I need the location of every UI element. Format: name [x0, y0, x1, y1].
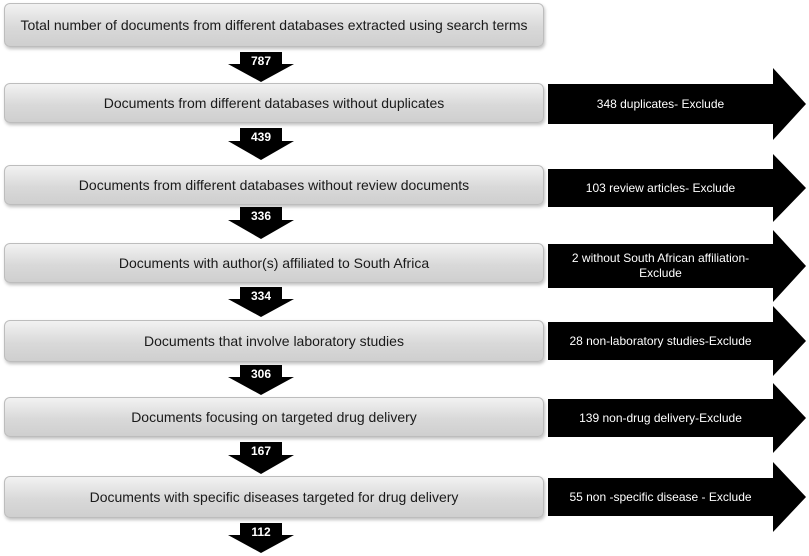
- down-arrow-icon: [228, 287, 294, 317]
- down-arrow-icon: [228, 442, 294, 474]
- exclude-arrow-3: 2 without South African affiliation- Exc…: [548, 230, 806, 302]
- right-arrow-icon: [548, 68, 806, 140]
- stage-label: Documents from different databases witho…: [103, 95, 445, 111]
- down-arrow-icon: [228, 207, 294, 239]
- stage-box-3: Documents from different databases witho…: [4, 165, 544, 205]
- down-arrow-6: 167: [228, 442, 294, 474]
- count-label: 787: [250, 54, 272, 68]
- down-arrow-icon: [228, 523, 294, 553]
- down-arrow-5: 306: [228, 365, 294, 395]
- count-label: 336: [250, 209, 272, 223]
- down-arrow-3: 336: [228, 207, 294, 239]
- exclude-arrow-4: 28 non-laboratory studies-Exclude: [548, 306, 806, 376]
- exclude-arrow-5: 139 non-drug delivery-Exclude: [548, 383, 806, 453]
- exclude-arrow-2: 103 review articles- Exclude: [548, 154, 806, 222]
- stage-box-5: Documents that involve laboratory studie…: [4, 320, 544, 362]
- exclude-label: 348 duplicates- Exclude: [596, 96, 725, 111]
- down-arrow-icon: [228, 52, 294, 82]
- exclude-arrow-6: 55 non -specific disease - Exclude: [548, 462, 806, 532]
- exclude-label: 103 review articles- Exclude: [585, 180, 736, 195]
- exclude-label: 28 non-laboratory studies-Exclude: [569, 333, 752, 348]
- stage-label: Documents from different databases witho…: [78, 177, 470, 193]
- stage-box-4: Documents with author(s) affiliated to S…: [4, 243, 544, 283]
- right-arrow-icon: [548, 383, 806, 453]
- stage-box-2: Documents from different databases witho…: [4, 83, 544, 123]
- count-label: 306: [250, 367, 272, 381]
- exclude-label: 2 without South African affiliation- Exc…: [571, 251, 750, 280]
- exclude-arrow-1: 348 duplicates- Exclude: [548, 68, 806, 140]
- stage-label: Total number of documents from different…: [20, 17, 528, 33]
- down-arrow-4: 334: [228, 287, 294, 317]
- down-arrow-icon: [228, 365, 294, 395]
- down-arrow-icon: [228, 128, 294, 160]
- exclude-label: 139 non-drug delivery-Exclude: [579, 410, 742, 425]
- count-label: 334: [250, 289, 272, 303]
- exclude-label: 55 non -specific disease - Exclude: [569, 489, 752, 504]
- stage-label: Documents with specific diseases targete…: [89, 489, 459, 505]
- down-arrow-2: 439: [228, 128, 294, 160]
- stage-box-6: Documents focusing on targeted drug deli…: [4, 397, 544, 437]
- stage-label: Documents with author(s) affiliated to S…: [118, 255, 430, 271]
- stage-label: Documents that involve laboratory studie…: [144, 333, 404, 349]
- stage-box-7: Documents with specific diseases targete…: [4, 476, 544, 518]
- down-arrow-7: 112: [228, 523, 294, 553]
- count-label: 439: [250, 130, 272, 144]
- count-label: 112: [251, 525, 271, 539]
- right-arrow-icon: [548, 154, 806, 222]
- stage-label: Documents focusing on targeted drug deli…: [131, 409, 417, 425]
- stage-box-1: Total number of documents from different…: [4, 3, 544, 47]
- right-arrow-icon: [548, 230, 806, 302]
- right-arrow-icon: [548, 462, 806, 532]
- down-arrow-1: 787: [228, 52, 294, 82]
- right-arrow-icon: [548, 306, 806, 376]
- count-label: 167: [250, 444, 272, 458]
